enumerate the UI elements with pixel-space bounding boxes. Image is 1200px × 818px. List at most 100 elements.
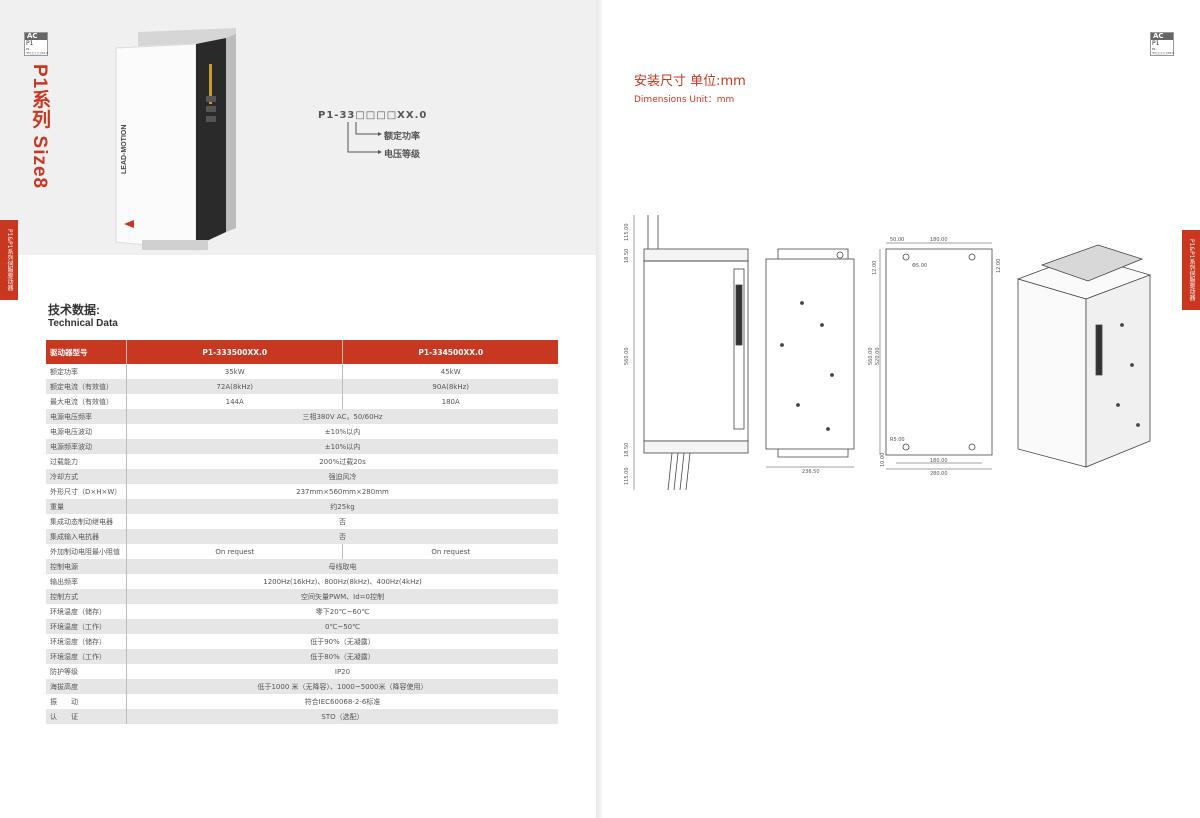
row-label: 环境湿度（储存） [46,634,127,649]
table-row: 冷却方式强迫风冷 [46,469,558,484]
table-row: 集成输入电抗器否 [46,529,558,544]
rear-width-dim: 280.00 [930,471,948,477]
table-row: 环境湿度（工作）低于80%（无凝露） [46,649,558,664]
row-value: 200%过载20s [126,454,558,469]
table-row: 重量约25kg [46,499,558,514]
row-value: 低于80%（无凝露） [126,649,558,664]
side-view [765,248,855,468]
row-label: 额定功率 [46,364,127,379]
voltage-level-label: 电压等级 [384,150,421,160]
side-tab-left-label: P1&P1系列伺服驱动器 [6,229,13,291]
row-value: STO（选配） [126,709,558,724]
front-view [633,215,749,491]
rear-hole-offset-dim: 12.00 [872,261,878,275]
table-row: 外形尺寸（D×H×W）237mm×560mm×280mm [46,484,558,499]
row-value: 母线取电 [126,559,558,574]
row-label: 电源电压频率 [46,409,127,424]
table-row: 电源电压频率三相380V AC，50/60Hz [46,409,558,424]
rear-bottom-span-dim: 180.00 [930,458,948,464]
row-value: 90A(8kHz) [342,379,558,394]
technical-data-title-en: Technical Data [48,318,118,329]
row-label: 冷却方式 [46,469,127,484]
front-top-offset-dim: 18.50 [624,249,630,263]
row-label: 集成输入电抗器 [46,529,127,544]
rear-bottom-offset-dim: 10.00 [880,453,886,467]
header-model-45kw: P1-334500XX.0 [342,340,558,364]
series-badge-right: AC P1 P1-33□□□□XX.0 [1150,32,1174,56]
row-label: 外形尺寸（D×H×W） [46,484,127,499]
table-row: 控制方式空间矢量PWM、Id=0控制 [46,589,558,604]
row-value: 237mm×560mm×280mm [126,484,558,499]
row-value: On request [342,544,558,559]
side-depth-dim: 236.50 [802,469,820,475]
rear-view [879,242,993,470]
page-gutter [596,0,602,818]
dimensions-title: 安装尺寸 单位:mm Dimensions Unit：mm [634,70,746,105]
dimensions-title-en: Dimensions Unit：mm [634,95,735,105]
table-row: 电源电压波动±10%以内 [46,424,558,439]
rear-hole-dim: Φ5.00 [912,263,927,269]
isometric-view [1016,244,1152,468]
row-value: 强迫风冷 [126,469,558,484]
table-row: 集成动态制动继电器否 [46,514,558,529]
badge-model-label-right: P1-33□□□□XX.0 [1152,47,1175,55]
row-value: ±10%以内 [126,439,558,454]
row-value: On request [126,544,343,559]
table-row: 控制电源母线取电 [46,559,558,574]
table-row: 环境温度（工作）0℃~50℃ [46,619,558,634]
table-row: 环境湿度（储存）低于90%（无凝露） [46,634,558,649]
row-value: 约25kg [126,499,558,514]
row-value: 低于1000 米（无降容）、1000~5000米（降容使用） [126,679,558,694]
row-value: 45kW [342,364,558,379]
row-label: 振 动 [46,694,127,709]
row-label: 环境湿度（工作） [46,649,127,664]
row-label: 环境温度（工作） [46,619,127,634]
badge-ac-label-right: AC [1151,33,1173,40]
rear-corner-dim: R5.00 [890,437,905,443]
rear-top-left-dim: 50.00 [890,237,904,243]
table-row: 振 动符合IEC60068-2-6标准 [46,694,558,709]
row-value: 35kW [126,364,343,379]
dimension-drawings: 115.00 18.50 560.00 18.50 115.00 236.50 … [624,215,1152,491]
row-value: 低于90%（无凝露） [126,634,558,649]
rear-height-b-dim: 520.00 [875,348,881,366]
rear-top-span-dim: 180.00 [930,237,948,243]
row-value: 否 [126,514,558,529]
row-label: 额定电流（有效值） [46,379,127,394]
row-label: 防护等级 [46,664,127,679]
series-title: P1系列 Size8 [29,64,50,190]
row-value: 三相380V AC，50/60Hz [126,409,558,424]
row-label: 控制电源 [46,559,127,574]
side-tab-right: P1&P1系列伺服驱动器 [1182,230,1200,310]
row-label: 环境温度（储存） [46,604,127,619]
dimensions-title-zh: 安装尺寸 单位:mm [634,74,746,89]
table-row: 额定电流（有效值）72A(8kHz)90A(8kHz) [46,379,558,394]
row-label: 过载能力 [46,454,127,469]
row-label: 海拔高度 [46,679,127,694]
rear-right-offset-dim: 12.00 [996,259,1002,273]
row-label: 最大电流（有效值） [46,394,127,409]
rear-height-a-dim: 560.00 [868,348,874,366]
front-bottom-offset-dim: 18.50 [624,443,630,457]
row-label: 认 证 [46,709,127,724]
table-row: 海拔高度低于1000 米（无降容）、1000~5000米（降容使用） [46,679,558,694]
row-value: 零下20℃~60℃ [126,604,558,619]
row-label: 集成动态制动继电器 [46,514,127,529]
table-row: 电源频率波动±10%以内 [46,439,558,454]
model-code: P1-33□□□□XX.0 [318,110,428,121]
technical-data-title-zh: 技术数据: [48,303,100,317]
row-value: 符合IEC60068-2-6标准 [126,694,558,709]
row-label: 重量 [46,499,127,514]
technical-data-title: 技术数据: Technical Data [48,301,118,329]
row-label: 电源频率波动 [46,439,127,454]
row-value: 0℃~50℃ [126,619,558,634]
row-value: IP20 [126,664,558,679]
side-tab-right-label: P1&P1系列伺服驱动器 [1188,239,1195,301]
